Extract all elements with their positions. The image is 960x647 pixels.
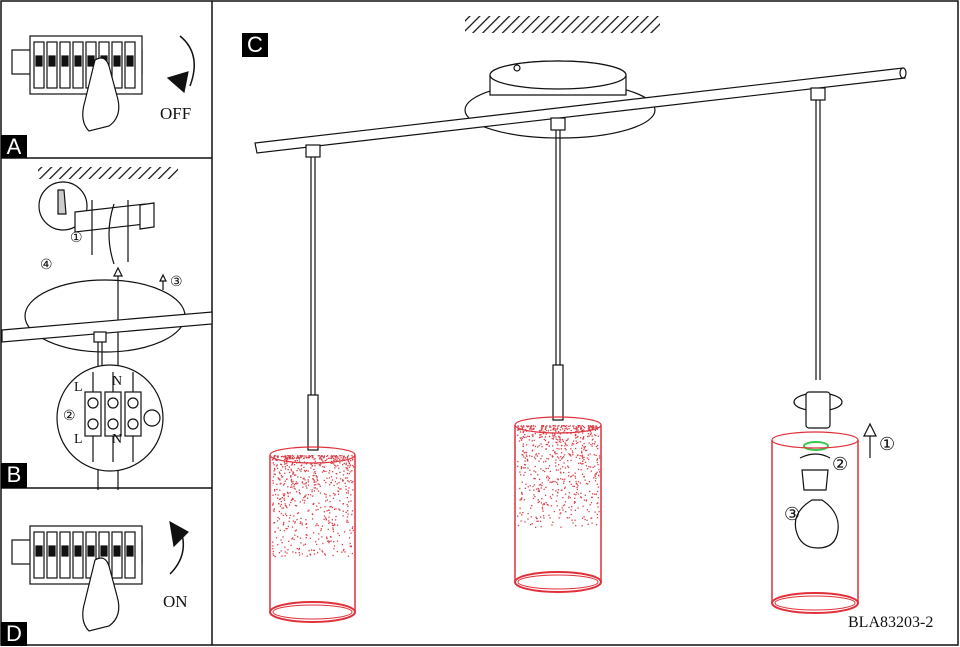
step-b-4: ④ — [40, 258, 53, 273]
step-b-1: ① — [70, 231, 83, 246]
step-c-3: ③ — [784, 504, 801, 524]
on-text: ON — [163, 592, 188, 611]
step-b-2: ② — [63, 409, 76, 424]
mounting-illustration — [1, 167, 213, 490]
step-label-b: B — [1, 463, 27, 488]
breaker-off-illustration — [11, 35, 195, 132]
terminal-n-top: N — [112, 374, 123, 389]
step-label-a: A — [1, 135, 27, 159]
glass-shades — [269, 416, 859, 623]
terminal-l-bottom: L — [74, 432, 83, 447]
shade-1 — [269, 446, 356, 623]
step-label-c: C — [242, 33, 268, 57]
model-code: BLA83203-2 — [848, 614, 934, 631]
step-b-3: ③ — [170, 275, 183, 290]
breaker-on-illustration — [11, 520, 189, 632]
step-c-2: ② — [832, 454, 849, 474]
terminal-n-bottom: N — [112, 432, 123, 447]
step-label-d: D — [1, 622, 27, 646]
terminal-l-top: L — [74, 380, 83, 395]
off-text: OFF — [160, 104, 192, 123]
shade-2 — [514, 416, 602, 593]
shade-3 — [771, 431, 859, 614]
fixture-illustration — [254, 16, 907, 549]
step-c-1: ① — [879, 434, 896, 454]
